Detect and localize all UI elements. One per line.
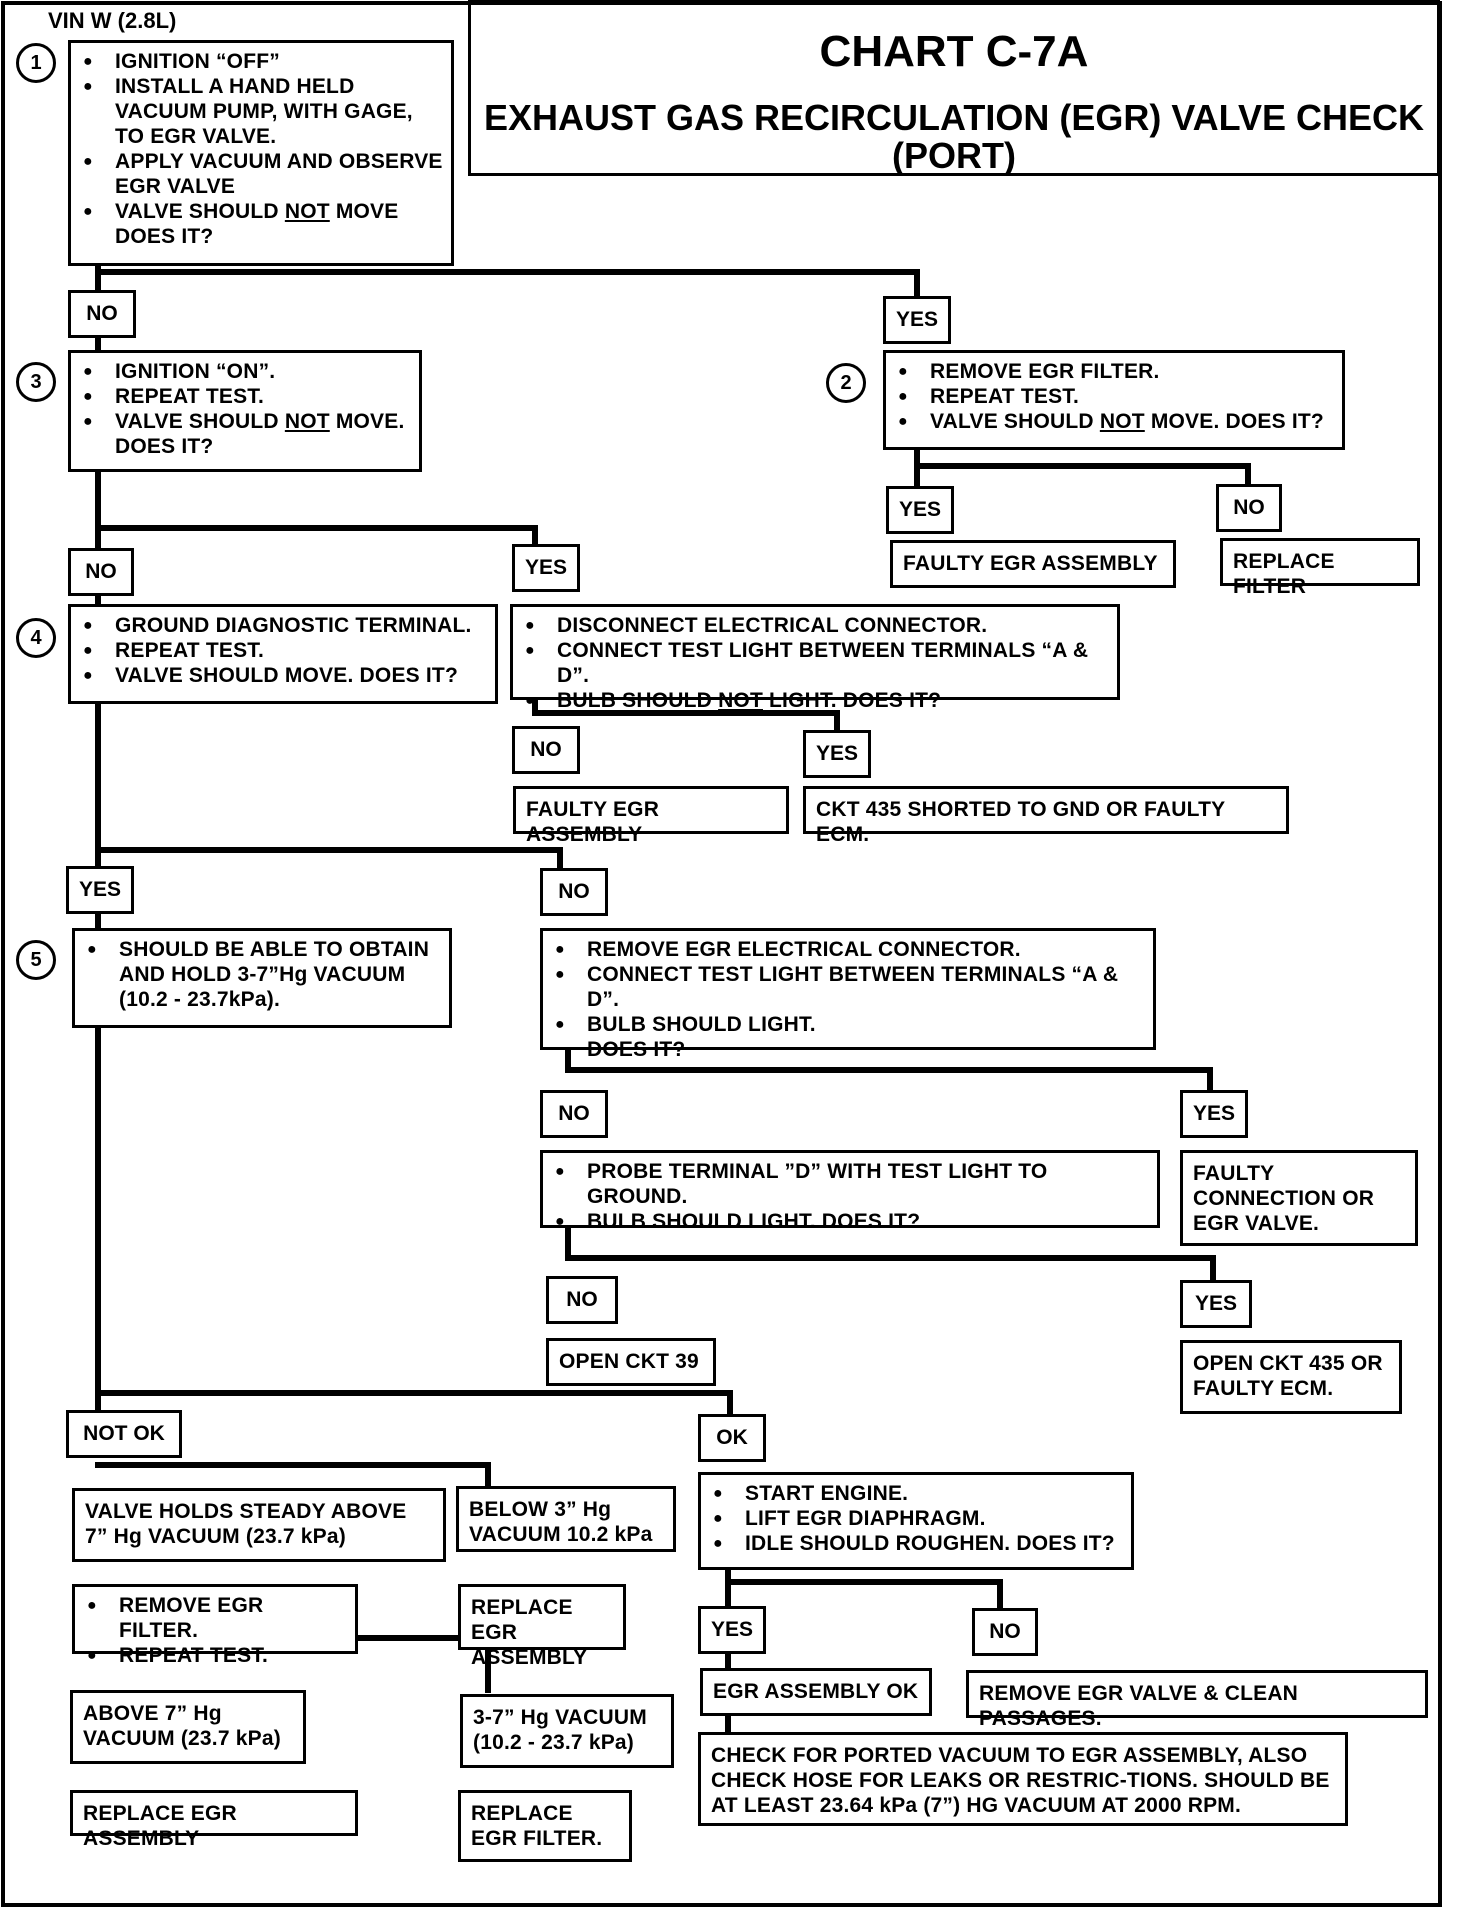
disconnect-item: CONNECT TEST LIGHT BETWEEN TERMINALS “A … xyxy=(521,638,1109,688)
step-1-item: IGNITION “OFF” xyxy=(79,49,443,74)
step-4-item: VALVE SHOULD MOVE. DOES IT? xyxy=(79,663,487,688)
remove-connector-item: CONNECT TEST LIGHT BETWEEN TERMINALS “A … xyxy=(551,962,1145,1012)
start-engine-item: IDLE SHOULD ROUGHEN. DOES IT? xyxy=(709,1531,1123,1556)
result-check-ported-vacuum: CHECK FOR PORTED VACUUM TO EGR ASSEMBLY,… xyxy=(698,1732,1348,1826)
remove-connector-item: REMOVE EGR ELECTRICAL CONNECTOR. xyxy=(551,937,1145,962)
ok-label: OK xyxy=(698,1414,766,1462)
no-label: NO xyxy=(1216,484,1282,532)
step-5-item: SHOULD BE ABLE TO OBTAIN AND HOLD 3-7”Hg… xyxy=(83,937,441,1012)
vin-label: VIN W (2.8L) xyxy=(48,8,177,33)
disconnect-connector-box: DISCONNECT ELECTRICAL CONNECTOR. CONNECT… xyxy=(510,604,1120,713)
step-4-item: REPEAT TEST. xyxy=(79,638,487,663)
start-engine-item: START ENGINE. xyxy=(709,1481,1123,1506)
step-3-marker: 3 xyxy=(16,362,56,402)
result-egr-assembly-ok: EGR ASSEMBLY OK xyxy=(700,1668,932,1716)
result-remove-egr-valve: REMOVE EGR VALVE & CLEAN PASSAGES. xyxy=(966,1670,1428,1730)
result-above-7: ABOVE 7” Hg VACUUM (23.7 kPa) xyxy=(70,1690,306,1764)
yes-label: YES xyxy=(803,730,871,778)
result-below-3: BELOW 3” Hg VACUUM 10.2 kPa xyxy=(456,1486,676,1552)
remove-connector-box: REMOVE EGR ELECTRICAL CONNECTOR. CONNECT… xyxy=(540,928,1156,1061)
step-3-item: VALVE SHOULD NOT MOVE. DOES IT? xyxy=(79,409,411,459)
step-2-item: VALVE SHOULD NOT MOVE. DOES IT? xyxy=(894,409,1334,434)
remove-connector-item: DOES IT? xyxy=(587,1038,686,1061)
probe-terminal-box: PROBE TERMINAL ”D” WITH TEST LIGHT TO GR… xyxy=(540,1150,1160,1234)
probe-item: BULB SHOULD LIGHT. DOES IT? xyxy=(551,1209,1149,1234)
step-1-item: APPLY VACUUM AND OBSERVE EGR VALVE xyxy=(79,149,443,199)
result-faulty-egr: FAULTY EGR ASSEMBLY xyxy=(513,786,789,846)
yes-label: YES xyxy=(883,296,951,344)
result-holds-above-7: VALVE HOLDS STEADY ABOVE 7” Hg VACUUM (2… xyxy=(72,1488,446,1562)
not-ok-label: NOT OK xyxy=(66,1410,182,1458)
no-label: NO xyxy=(512,726,580,774)
probe-item: PROBE TERMINAL ”D” WITH TEST LIGHT TO GR… xyxy=(551,1159,1149,1209)
no-label: NO xyxy=(972,1608,1038,1656)
step-4-box: GROUND DIAGNOSTIC TERMINAL. REPEAT TEST.… xyxy=(68,604,498,704)
step-1-item: INSTALL A HAND HELD VACUUM PUMP, WITH GA… xyxy=(79,74,443,149)
step-2-marker: 2 xyxy=(826,363,866,403)
step-4-marker: 4 xyxy=(16,618,56,658)
remove-filter-box: REMOVE EGR FILTER. REPEAT TEST. xyxy=(72,1584,358,1668)
result-open-ckt39: OPEN CKT 39 xyxy=(546,1338,716,1386)
yes-label: YES xyxy=(66,866,134,914)
no-label: NO xyxy=(68,290,136,338)
step-1-item: VALVE SHOULD NOT MOVE DOES IT? xyxy=(79,199,443,249)
chart-title: CHART C-7A xyxy=(819,27,1089,76)
disconnect-item: BULB SHOULD NOT LIGHT. DOES IT? xyxy=(521,688,1109,713)
start-engine-item: LIFT EGR DIAPHRAGM. xyxy=(709,1506,1123,1531)
step-2-item: REMOVE EGR FILTER. xyxy=(894,359,1334,384)
disconnect-item: DISCONNECT ELECTRICAL CONNECTOR. xyxy=(521,613,1109,638)
chart-subtitle: EXHAUST GAS RECIRCULATION (EGR) VALVE CH… xyxy=(483,97,1425,176)
yes-label: YES xyxy=(1180,1280,1252,1328)
result-replace-egr-assembly: REPLACE EGR ASSEMBLY xyxy=(458,1584,626,1669)
step-4-item: GROUND DIAGNOSTIC TERMINAL. xyxy=(79,613,487,638)
result-faulty-egr: FAULTY EGR ASSEMBLY xyxy=(890,540,1176,588)
step-3-item: IGNITION “ON”. xyxy=(79,359,411,384)
result-replace-egr-assembly: REPLACE EGR ASSEMBLY xyxy=(70,1790,358,1850)
step-3-box: IGNITION “ON”. REPEAT TEST. VALVE SHOULD… xyxy=(68,350,422,472)
remove-filter-item: REMOVE EGR FILTER. xyxy=(83,1593,347,1643)
step-2-item: REPEAT TEST. xyxy=(894,384,1334,409)
result-faulty-connection: FAULTY CONNECTION OR EGR VALVE. xyxy=(1180,1150,1418,1246)
step-2-box: REMOVE EGR FILTER. REPEAT TEST. VALVE SH… xyxy=(883,350,1345,450)
result-ckt435-shorted: CKT 435 SHORTED TO GND OR FAULTY ECM. xyxy=(803,786,1289,846)
yes-label: YES xyxy=(512,544,580,592)
title-box: CHART C-7A EXHAUST GAS RECIRCULATION (EG… xyxy=(468,0,1440,176)
result-replace-filter: REPLACE FILTER xyxy=(1220,538,1420,598)
yes-label: YES xyxy=(698,1606,766,1654)
step-1-box: IGNITION “OFF” INSTALL A HAND HELD VACUU… xyxy=(68,40,454,266)
remove-filter-item: REPEAT TEST. xyxy=(83,1643,347,1668)
step-5-marker: 5 xyxy=(16,940,56,980)
remove-connector-item: BULB SHOULD LIGHT. xyxy=(551,1012,1145,1037)
result-replace-egr-filter: REPLACE EGR FILTER. xyxy=(458,1790,632,1862)
no-label: NO xyxy=(540,868,608,916)
no-label: NO xyxy=(68,548,134,596)
result-open-ckt435: OPEN CKT 435 OR FAULTY ECM. xyxy=(1180,1340,1402,1414)
start-engine-box: START ENGINE. LIFT EGR DIAPHRAGM. IDLE S… xyxy=(698,1472,1134,1570)
step-5-box: SHOULD BE ABLE TO OBTAIN AND HOLD 3-7”Hg… xyxy=(72,928,452,1028)
yes-label: YES xyxy=(1180,1090,1248,1138)
no-label: NO xyxy=(540,1090,608,1138)
yes-label: YES xyxy=(886,486,954,534)
no-label: NO xyxy=(546,1276,618,1324)
step-3-item: REPEAT TEST. xyxy=(79,384,411,409)
step-1-marker: 1 xyxy=(16,43,56,83)
result-3-7-vacuum: 3-7” Hg VACUUM (10.2 - 23.7 kPa) xyxy=(460,1694,674,1768)
